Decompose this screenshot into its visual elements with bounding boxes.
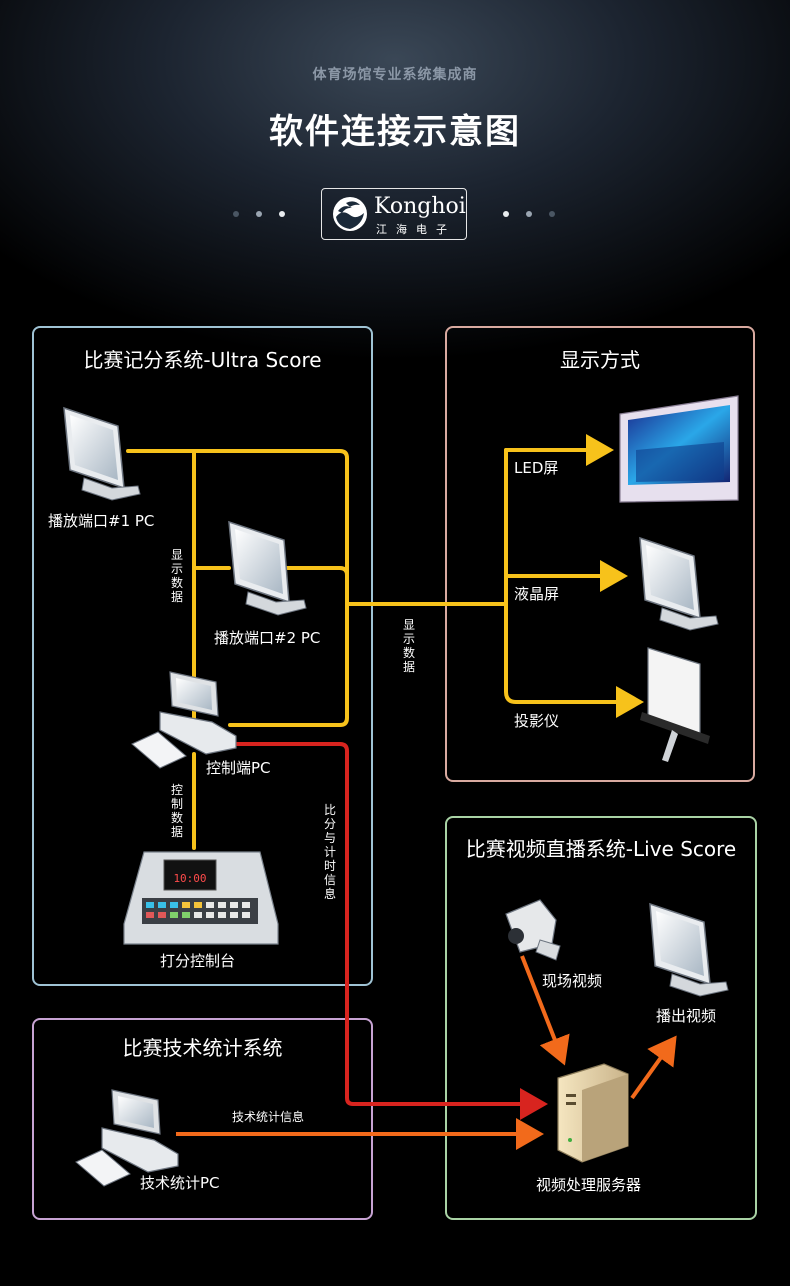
score-time-link bbox=[235, 742, 548, 1120]
label-stats-pc: 技术统计PC bbox=[140, 1174, 220, 1192]
label-broadcast-video: 播出视频 bbox=[656, 1007, 717, 1025]
logo-text-cn: 江海电子 bbox=[376, 223, 456, 236]
stats-pc-icon bbox=[75, 1089, 179, 1187]
panel-live-score bbox=[445, 816, 757, 1220]
logo-text-en: Konghoi bbox=[374, 194, 466, 219]
decor-dot bbox=[549, 211, 555, 217]
video-camera-icon bbox=[505, 899, 561, 961]
label-stats-info: 技术统计信息 bbox=[232, 1110, 305, 1124]
display-data-links bbox=[126, 434, 644, 850]
label-scoring-console: 打分控制台 bbox=[160, 952, 236, 970]
decor-dot bbox=[233, 211, 239, 217]
page-subtitle: 体育场馆专业系统集成商 bbox=[312, 67, 478, 83]
label-video-server: 视频处理服务器 bbox=[536, 1176, 642, 1194]
panel-title-ultra-score: 比赛记分系统-Ultra Score bbox=[83, 348, 322, 372]
label-onsite-video: 现场视频 bbox=[542, 972, 603, 990]
projector-screen-icon bbox=[640, 647, 710, 762]
label-playback-pc2: 播放端口#2 PC bbox=[214, 629, 321, 647]
label-display-data-vertical: 显示数据 bbox=[170, 548, 183, 604]
decor-dot bbox=[503, 211, 509, 217]
lcd-monitor-icon bbox=[639, 536, 719, 631]
brand-logo: Konghoi 江海电子 bbox=[321, 188, 467, 240]
label-display-data-link: 显示数据 bbox=[402, 618, 415, 674]
monitor-pc1-icon bbox=[63, 406, 141, 501]
decor-dot bbox=[256, 211, 262, 217]
label-led: LED屏 bbox=[514, 459, 559, 477]
panel-stats bbox=[32, 1018, 373, 1220]
label-control-data-vertical: 控制数据 bbox=[170, 783, 183, 839]
decor-dot bbox=[279, 211, 285, 217]
monitor-pc2-icon bbox=[228, 520, 307, 616]
control-pc-icon bbox=[131, 671, 237, 769]
page-title: 软件连接示意图 bbox=[269, 112, 521, 152]
panel-title-display: 显示方式 bbox=[560, 348, 640, 372]
label-projector: 投影仪 bbox=[514, 712, 560, 730]
svg-text:10:00: 10:00 bbox=[173, 872, 206, 885]
panel-title-live-score: 比赛视频直播系统-Live Score bbox=[465, 837, 737, 861]
logo-emblem-icon bbox=[333, 197, 367, 231]
panel-title-stats: 比赛技术统计系统 bbox=[122, 1036, 283, 1060]
led-screen-icon bbox=[619, 395, 739, 503]
label-playback-pc1: 播放端口#1 PC bbox=[48, 512, 155, 530]
scoring-console-icon: 10:00 bbox=[123, 851, 279, 945]
broadcast-monitor-icon bbox=[649, 902, 729, 997]
panel-ultra-score bbox=[32, 326, 373, 986]
video-server-icon bbox=[557, 1063, 629, 1163]
panel-display bbox=[445, 326, 755, 782]
label-score-time-info: 比分与计时信息 bbox=[323, 803, 336, 901]
decor-dot bbox=[526, 211, 532, 217]
label-lcd: 液晶屏 bbox=[514, 585, 560, 603]
video-links bbox=[176, 955, 677, 1150]
label-control-pc: 控制端PC bbox=[206, 759, 271, 777]
